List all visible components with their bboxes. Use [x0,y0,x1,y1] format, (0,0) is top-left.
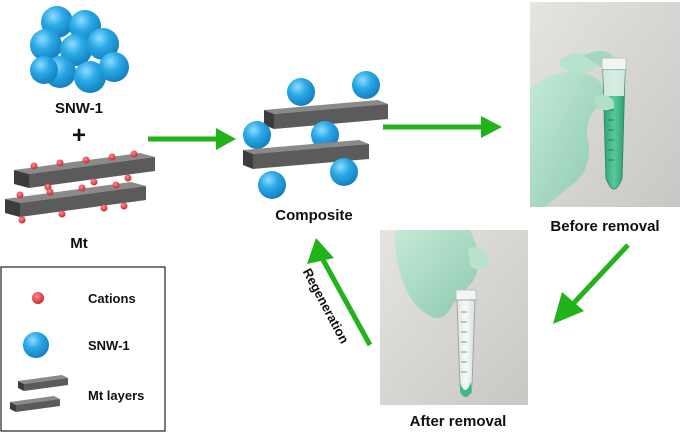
mt-label: Mt [70,235,88,252]
arrow-to-before-removal [383,116,502,138]
arrow-to-composite [148,128,236,150]
after-removal-label: After removal [410,413,507,430]
legend-cations-label: Cations [88,291,136,306]
legend-snw1-label: SNW-1 [88,338,130,353]
regeneration-label: Regeneration [300,266,352,346]
legend-cation-icon [32,292,44,304]
composite-structure [243,71,388,199]
regeneration-arrow [307,238,373,347]
arrow-to-after-removal [553,243,630,324]
legend: Cations SNW-1 Mt layers [0,266,166,432]
legend-snw1-icon [23,332,49,358]
photo-before-removal [530,2,680,207]
snw1-label: SNW-1 [55,100,103,117]
legend-mt-layers-icon [10,375,68,412]
before-removal-label: Before removal [550,218,659,235]
mt-layers [5,153,155,217]
cations-on-mt [16,150,138,224]
snw1-cluster [30,6,129,93]
photo-after-removal [380,230,528,405]
plus-sign: + [72,122,86,149]
composite-label: Composite [275,207,353,224]
legend-mt-layers-label: Mt layers [88,388,144,403]
